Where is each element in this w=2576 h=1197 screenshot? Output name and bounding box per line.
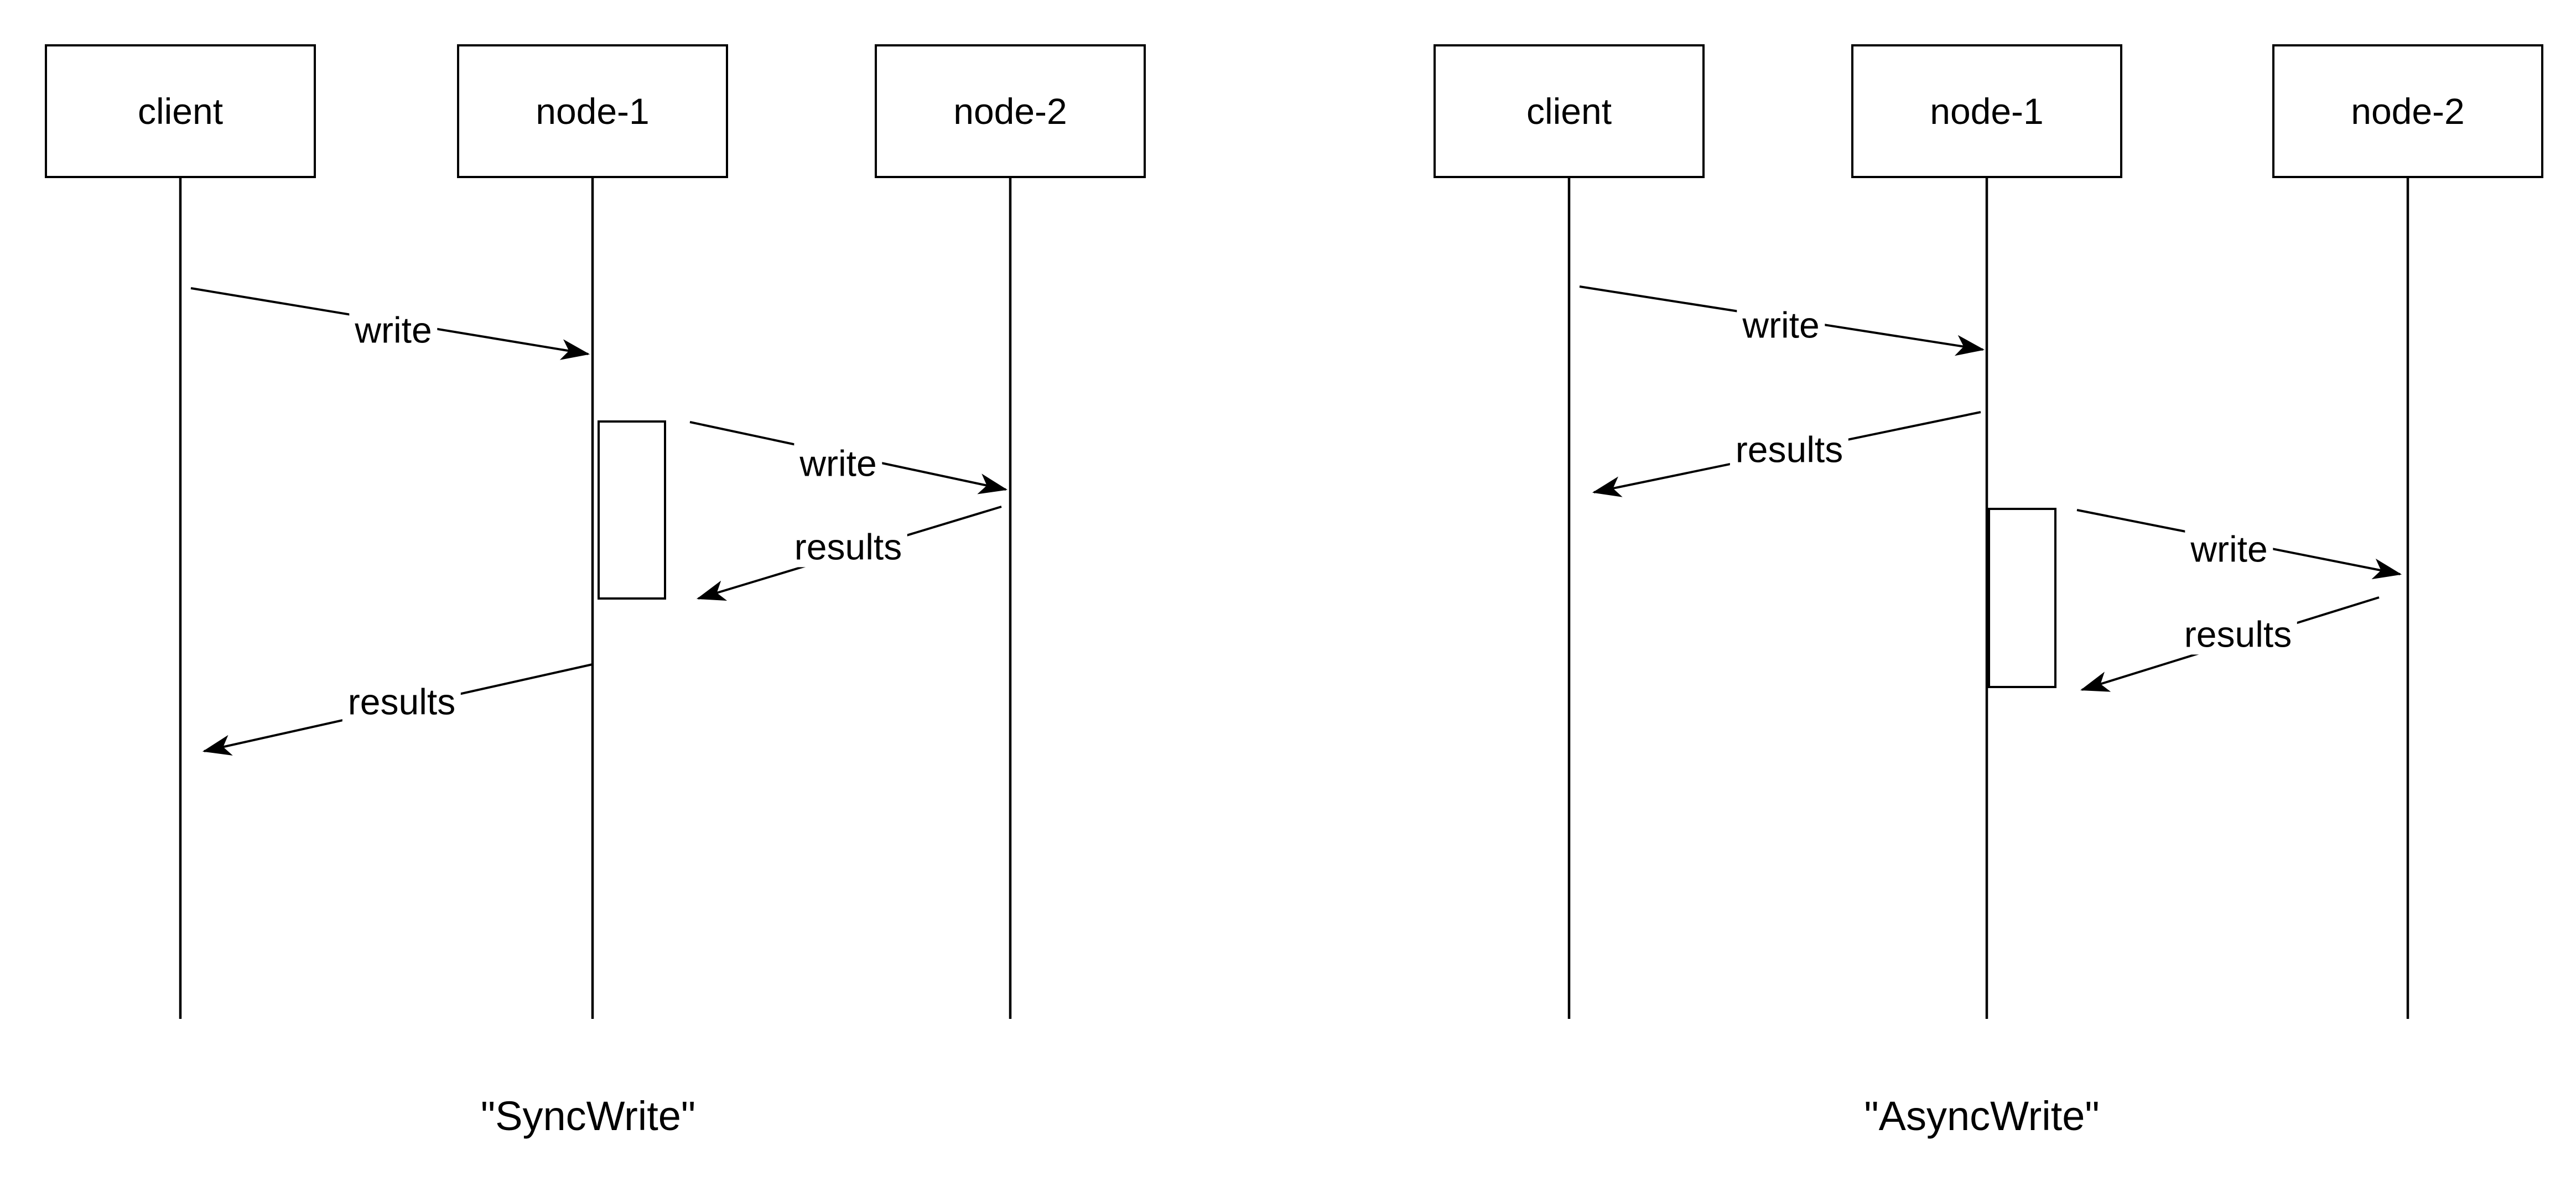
message-label-write: write — [349, 310, 438, 351]
lifelines-asyncwrite — [1567, 177, 2409, 1019]
message-label-results: results — [342, 681, 461, 722]
actor-box-client: client — [1434, 44, 1705, 178]
actor-box-node-1: node-1 — [457, 44, 728, 178]
lifelines-syncwrite — [179, 177, 1012, 1019]
actor-box-node-2: node-2 — [2272, 44, 2543, 178]
message-label-write: write — [794, 443, 882, 484]
actor-box-node-2: node-2 — [875, 44, 1146, 178]
actor-box-client: client — [45, 44, 316, 178]
message-label-write: write — [2185, 529, 2273, 570]
actor-box-node-1: node-1 — [1851, 44, 2122, 178]
message-label-results: results — [2178, 614, 2298, 655]
activation-box-node-1 — [598, 420, 666, 600]
actor-label: node-2 — [2351, 91, 2465, 132]
actor-label: node-1 — [1930, 91, 2044, 132]
message-label-results: results — [788, 527, 908, 568]
actor-label: client — [137, 91, 224, 132]
caption-asyncwrite: "AsyncWrite" — [1864, 1093, 2100, 1139]
actor-label: node-1 — [536, 91, 650, 132]
caption-syncwrite: "SyncWrite" — [480, 1093, 696, 1139]
message-label-results: results — [1730, 429, 1849, 470]
message-label-write: write — [1737, 305, 1825, 346]
activation-box-node-1 — [1988, 508, 2056, 688]
actor-label: client — [1526, 91, 1612, 132]
actor-label: node-2 — [953, 91, 1067, 132]
